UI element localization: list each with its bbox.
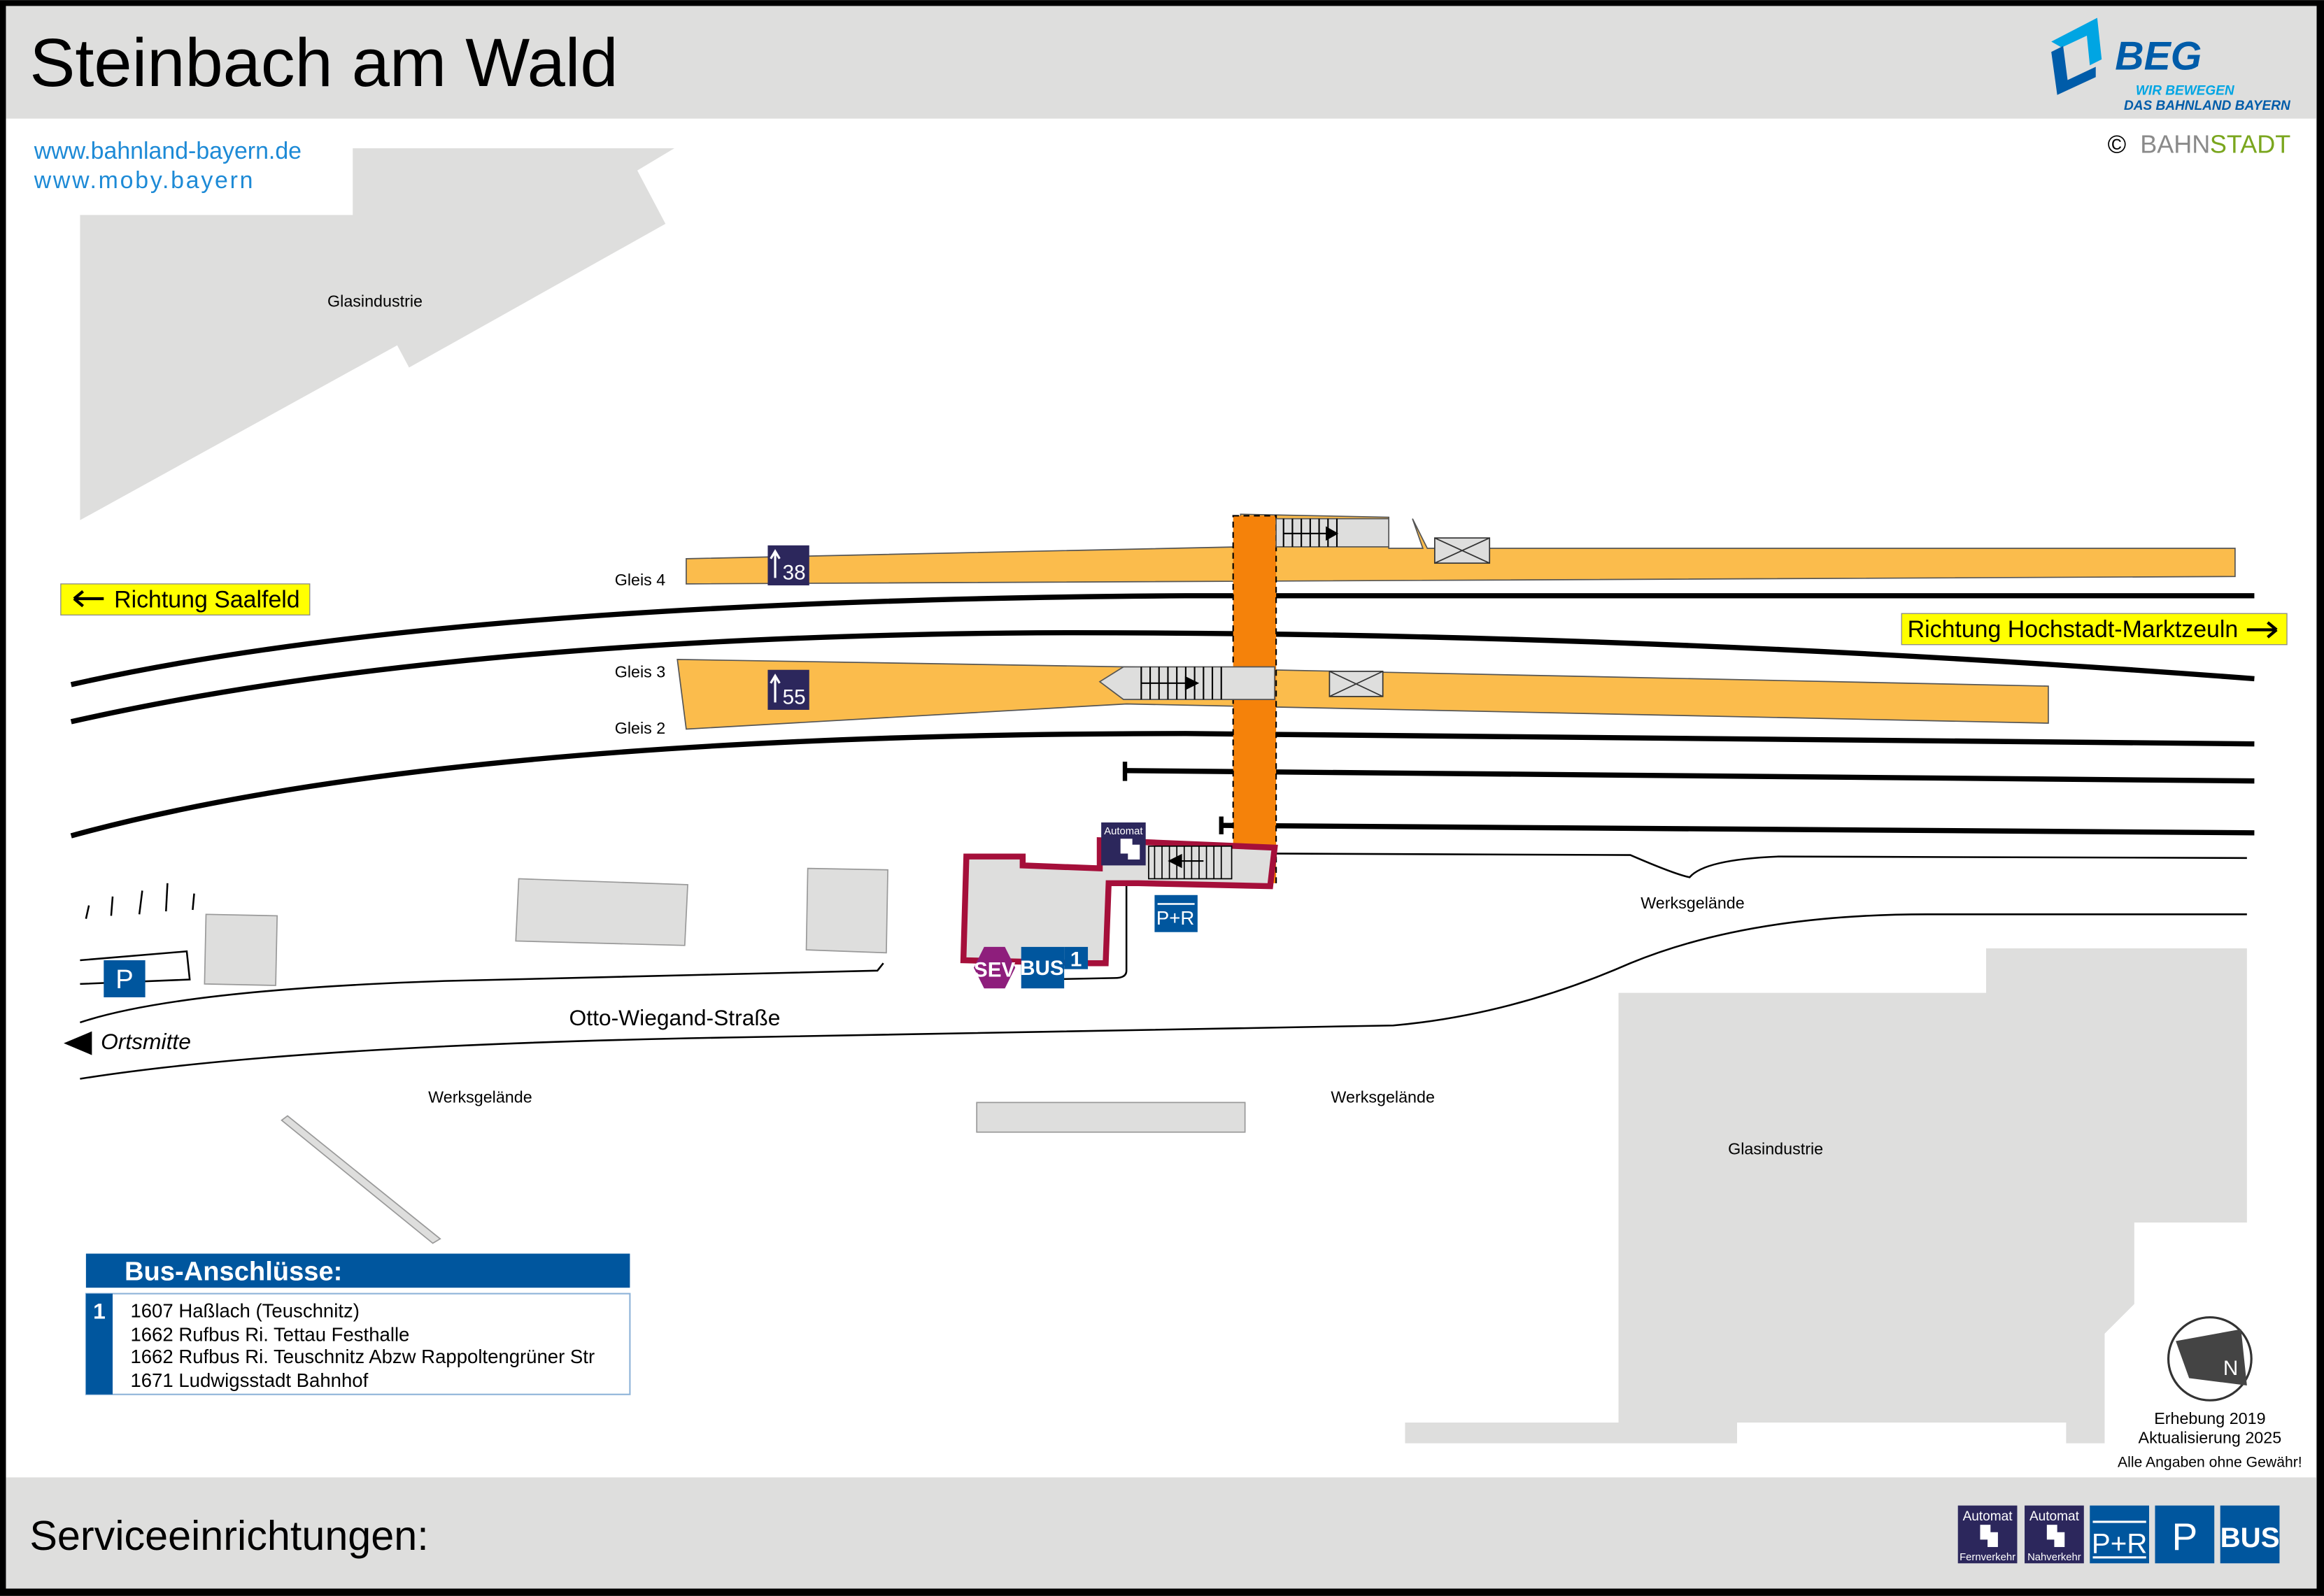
tracks [70,593,2255,839]
stairs-underpass [1148,846,1233,880]
arrow-left-icon [64,1031,92,1055]
service-top: Automat [1963,1509,2013,1524]
parking-icon[interactable]: P [104,960,146,997]
label-gleis-3: Gleis 3 [615,662,666,681]
service-ticket-nahverkehr: Automat Nahverkehr [2025,1505,2084,1564]
ortsmitte-label: Ortsmitte [101,1029,191,1054]
beg-brand: BEG [2115,34,2202,79]
link-bahnland[interactable]: www.bahnland-bayern.de [34,138,302,164]
sev-stop-icon[interactable]: SEV [974,946,1016,989]
beg-logo: BEG WIR BEWEGEN DAS BAHNLAND BAYERN [2051,17,2291,113]
compass-label: N [2223,1357,2238,1380]
arrow-right-icon [1141,676,1200,690]
stairs-gleis-4 [1275,518,1389,548]
service-label: BUS [2220,1522,2280,1553]
credit-stadt: STADT [2210,129,2290,158]
bus-line: 1662 Rufbus Ri. Teuschnitz Abzw Rappolte… [130,1346,595,1367]
bus-line: 1671 Ludwigsstadt Bahnhof [130,1369,368,1391]
label-werksgelaende-2: Werksgelände [1331,1088,1434,1106]
sev-label: SEV [974,958,1016,981]
ortsmitte-direction: Ortsmitte [64,1029,191,1055]
platform-height-gleis-4: 38 [767,545,809,585]
label-gleis-4: Gleis 4 [615,571,666,589]
arrow-up-icon [770,674,781,703]
survey-year: Erhebung 2019 [2154,1409,2265,1427]
arrow-up-icon [770,549,781,578]
roads [80,853,2247,1080]
service-label: P+R [2092,1527,2147,1559]
service-parking: P [2155,1505,2215,1564]
shelter-icons [1328,537,1491,697]
service-top: Automat [2029,1509,2080,1524]
bus-connections-box: Bus-Anschlüsse: 1 1607 Haßlach (Teuschni… [85,1253,631,1395]
parking-label: P [115,964,133,995]
direction-saalfeld: Richtung Saalfeld [60,583,311,615]
bus-label: BUS [1020,957,1064,980]
service-bottom: Fernverkehr [1960,1552,2015,1563]
bus-line: 1607 Haßlach (Teuschnitz) [130,1300,359,1322]
service-bottom: Nahverkehr [2027,1552,2081,1563]
park-and-ride-icon[interactable]: P+R [1154,895,1198,932]
glasindustrie-bottom-area [1405,948,2247,1444]
glasindustrie-top-area [80,148,674,520]
ticket-machine-icon[interactable]: Automat [1101,822,1146,866]
buffer-stops [1122,762,1224,834]
beg-tagline2: DAS BAHNLAND BAYERN [2124,99,2291,113]
service-park-and-ride: P+R [2090,1505,2150,1564]
height-value: 38 [783,562,806,585]
arrow-left-icon [73,590,104,608]
bus-stop-number: 1 [1070,948,1082,971]
shelter-icon [1433,537,1491,564]
height-value: 55 [783,685,806,708]
street-label: Otto-Wiegand-Straße [569,1005,781,1030]
service-bus: BUS [2220,1505,2280,1564]
page-title: Steinbach am Wald [29,24,618,101]
service-ticket-fernverkehr: Automat Fernverkehr [1957,1505,2018,1564]
direction-hochstadt: Richtung Hochstadt-Marktzeuln [1901,613,2288,646]
disclaimer: Alle Angaben ohne Gewähr! [2118,1455,2302,1471]
stairs-gleis-3 [1098,666,1275,700]
label-glasindustrie-top: Glasindustrie [327,292,423,311]
direction-label: Richtung Saalfeld [114,587,300,613]
label-glasindustrie-bottom: Glasindustrie [1728,1140,1823,1158]
arrow-right-icon [2246,621,2278,639]
parking-stalls [85,883,195,919]
platform-height-gleis-3: 55 [767,669,809,710]
buildings [204,867,1246,1244]
credit-bahn: BAHN [2140,129,2210,158]
direction-label: Richtung Hochstadt-Marktzeuln [1908,616,2239,643]
automat-label: Automat [1104,826,1143,837]
pr-label: P+R [1156,907,1194,929]
label-gleis-2: Gleis 2 [615,719,666,737]
header-bar [6,6,2317,119]
link-moby[interactable]: www.moby.bayern [34,167,255,194]
beg-tagline1: WIR BEWEGEN [2136,84,2235,99]
label-werksgelaende-1: Werksgelände [428,1088,532,1106]
bahnstadt-credit: © BAHN STADT [2108,129,2291,158]
footer-bar [6,1477,2317,1589]
bus-box-stop: 1 [93,1299,106,1324]
bus-line: 1662 Rufbus Ri. Tettau Festhalle [130,1323,409,1345]
bus-stop-icon[interactable]: BUS 1 [1020,946,1089,989]
shelter-icon [1328,671,1384,697]
copyright-symbol: © [2108,129,2127,158]
services-label: Serviceeinrichtungen: [29,1512,428,1559]
compass-north-icon: N [2167,1316,2253,1402]
arrow-left-icon [1168,853,1204,869]
bus-box-title: Bus-Anschlüsse: [125,1257,342,1287]
service-label: P [2171,1515,2197,1558]
arrow-right-icon [1283,526,1339,541]
update-year: Aktualisierung 2025 [2139,1429,2282,1447]
label-werksgelaende-3: Werksgelände [1641,894,1744,912]
